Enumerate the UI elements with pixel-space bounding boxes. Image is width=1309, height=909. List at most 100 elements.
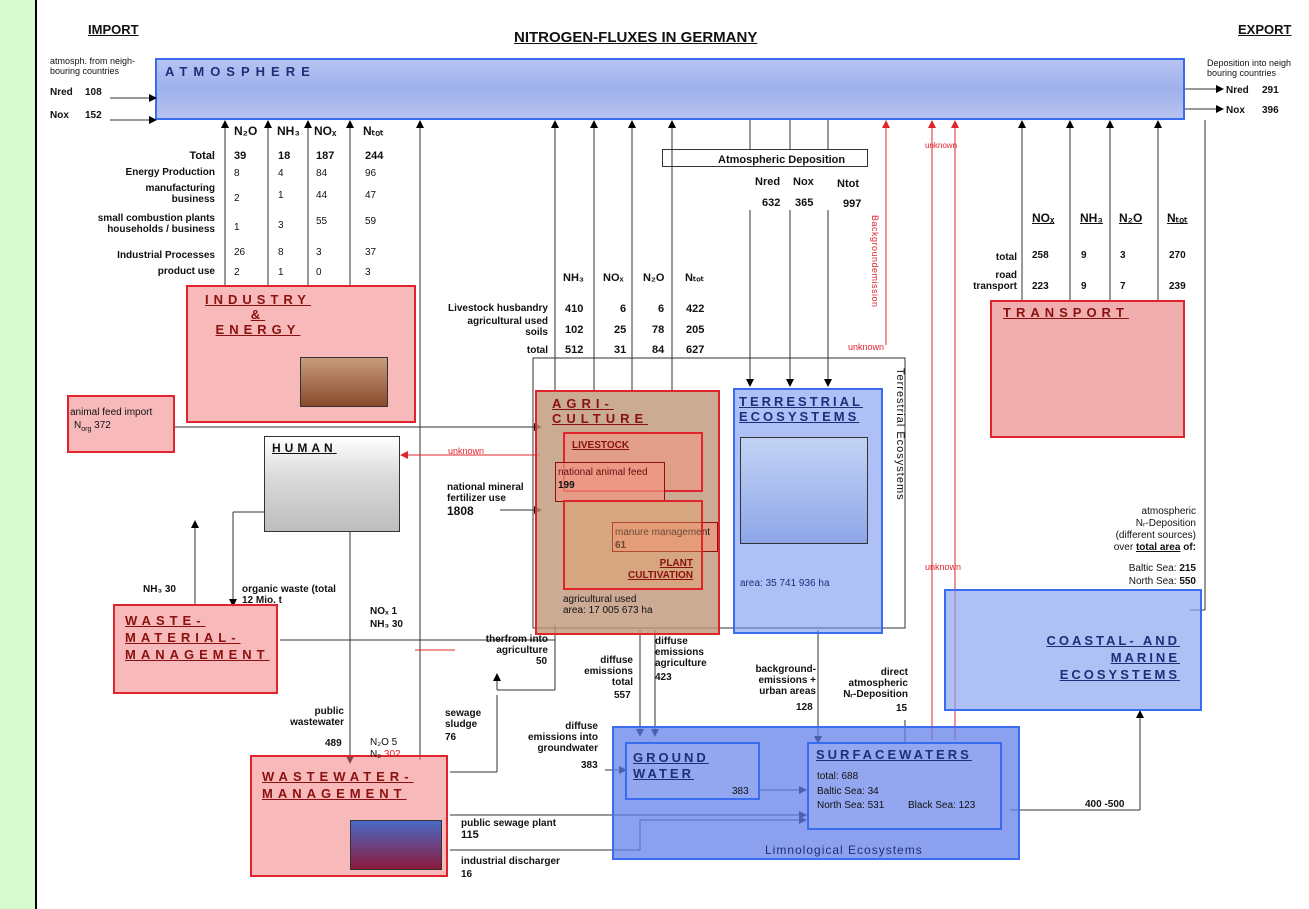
transport-header: N₂O [1119,211,1143,225]
transport-header: Nₜₒₜ [1167,211,1188,225]
industry-cell: 8 [234,168,240,179]
agri-cell: 84 [652,344,665,356]
unknown-label-mid: unknown [848,342,885,352]
unknown-label-top: unknown [925,141,958,150]
export-note: Deposition into neigh bouring countries [1207,58,1292,78]
industry-cell: 1 [234,222,240,233]
industry-row-label: manufacturing business [145,183,215,205]
atmosphere-label: ATMOSPHERE [165,64,316,79]
industrial-discharger-value: 16 [461,869,473,880]
unknown-label-human: unknown [448,446,485,456]
sewage-sludge-value: 76 [445,732,457,743]
north-deposition-value: 550 [1179,576,1196,587]
diffuse-agri-value: 423 [655,672,672,683]
atmospheric-deposition-box [662,149,868,167]
industry-header-nox: NOₓ [314,124,337,138]
diffuse-gw-label: diffuse emissions into groundwater [527,721,598,754]
background-emission-label: Backgroundemission [870,215,880,308]
agri-row-label: agricultural used soils [467,316,548,338]
deposition-value: 365 [795,197,814,209]
waste-management-label: WASTE- MATERIAL- MANAGEMENT [125,613,270,662]
industry-cell: 39 [234,150,247,162]
nh3-waste-label: NH₃ 30 [143,584,176,595]
industry-cell: 0 [316,267,322,278]
transport-row-label: road transport [973,270,1017,292]
plant-cultivation-label: PLANT CULTIVATION [628,558,693,581]
industry-cell: 26 [234,247,246,258]
animal-feed-import-box [67,395,175,453]
nred-out-value: 291 [1262,85,1279,96]
agri-cell: 422 [686,303,705,315]
human-box [264,436,400,532]
nox-in-label: Nox [50,110,69,121]
nh3-waste2-label: NH₃ [370,619,390,630]
industry-cell: 44 [316,190,328,201]
industry-header-n2o: N₂O [234,124,258,138]
n2-wastewater-value: 302 [383,749,401,760]
nh3-waste2-value: 30 [391,619,403,630]
n2o-wastewater: N₂O 5 [370,737,398,748]
agri-header: Nₜₒₜ [685,272,704,284]
industry-energy-label: INDUSTRY & ENERGY [205,292,311,337]
diffuse-total-label: diffuse emissions total [584,655,633,688]
industry-cell: 4 [278,168,284,179]
deposition-header: Nox [793,176,814,188]
industry-cell: 55 [316,216,328,227]
public-wastewater-label: public wastewater [290,706,344,728]
export-range: 400 -500 [1085,799,1125,810]
transport-cell: 258 [1032,250,1049,261]
transport-cell: 223 [1032,281,1049,292]
nox-in-value: 152 [85,110,102,121]
transport-label: TRANSPORT [1003,305,1129,320]
wastewater-image [350,820,442,870]
background-urban-label: background- emissions + urban areas [755,664,816,697]
agri-row-label: total [526,345,548,356]
plant-cultivation-box [563,500,703,590]
manure-management-label: manure management [615,527,711,538]
import-note: atmosph. from neigh- bouring countries [50,56,136,76]
transport-row-label: total [995,252,1017,263]
deposition-value: 632 [762,197,781,209]
import-heading: IMPORT [88,22,139,37]
industry-row-label: Energy Production [125,167,215,178]
terrestrial-side-label: Terrestrial Ecosystems [894,368,906,501]
industry-row-label: Total [189,150,215,162]
industry-row-label: Industrial Processes [117,250,215,261]
agri-cell: 6 [620,303,627,315]
background-urban-value: 128 [796,702,813,713]
surfacewaters-baltic: Baltic Sea: 34 [817,786,879,797]
transport-cell: 7 [1120,281,1126,292]
atmospheric-deposition-title: Atmospheric Deposition [718,154,846,166]
agri-cell: 31 [614,344,627,356]
transport-header: NOₓ [1032,211,1055,225]
national-animal-feed-value: 199 [558,480,575,491]
agri-cell: 6 [658,303,665,315]
agri-cell: 205 [686,324,705,336]
n2-wastewater-label: N₂ [370,749,382,760]
diffuse-gw-value: 383 [581,760,598,771]
mineral-fertilizer-label: national mineral fertilizer use [447,482,524,504]
transport-header: NH₃ [1080,211,1103,225]
deposition-header: Ntot [837,178,859,190]
industry-cell: 1 [278,267,284,278]
transport-cell: 270 [1169,250,1186,261]
north-deposition: North Sea: 550 [1080,576,1196,587]
groundwater-label: GROUND WATER [633,750,709,781]
direct-deposition-label: direct atmospheric Nᵣ-Deposition [843,667,908,700]
organic-waste-label: organic waste (total 12 Mio. t [242,584,336,606]
export-heading: EXPORT [1238,22,1292,37]
industry-header-nh3: NH₃ [277,124,300,138]
therfrom-value: 50 [536,656,548,667]
north-deposition-label: North Sea: [1128,576,1177,587]
agri-header: NOₓ [603,272,624,284]
norg-value: 372 [94,420,111,431]
terrestrial-image [740,437,868,544]
industry-cell: 3 [316,247,322,258]
nred-in-value: 108 [85,87,102,98]
industry-cell: 2 [234,193,240,204]
unknown-label-right: unknown [925,562,962,572]
terrestrial-label: TERRESTRIAL ECOSYSTEMS [739,394,863,424]
industry-cell: 47 [365,190,377,201]
industry-cell: 37 [365,247,377,258]
nox-out-value: 396 [1262,105,1279,116]
